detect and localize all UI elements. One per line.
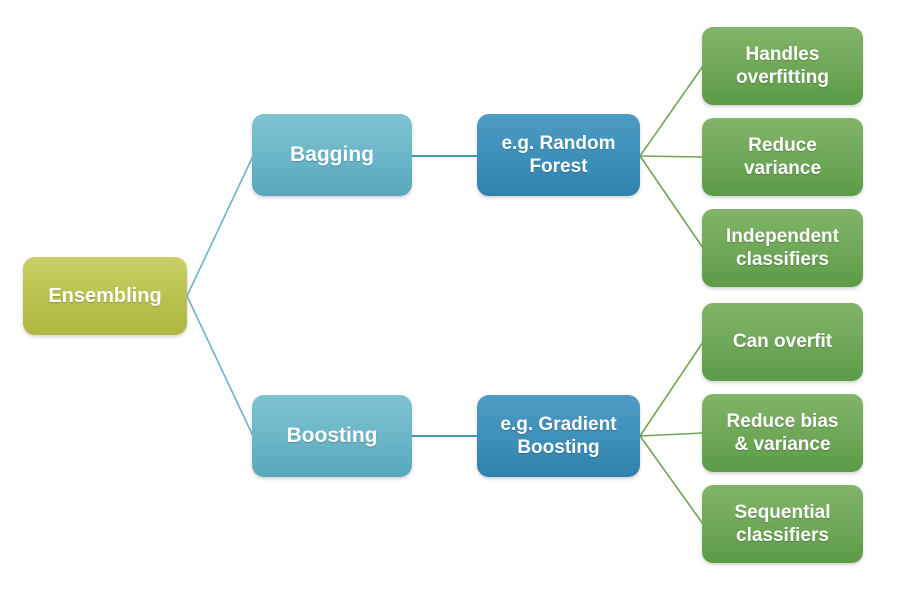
- node-boosting: Boosting: [252, 395, 412, 477]
- connector-randomforest-independent-classifiers: [639, 155, 704, 249]
- node-bagging: Bagging: [252, 114, 412, 196]
- connector-randomforest-reduce-variance: [639, 155, 704, 158]
- connector-gradientboosting-can-overfit: [639, 341, 704, 437]
- connector-randomforest-handles-overfitting: [639, 65, 704, 157]
- node-reduce-variance: Reduce variance: [702, 118, 863, 196]
- node-handles-overfitting: Handles overfitting: [702, 27, 863, 105]
- node-example-gradient-boosting: e.g. Gradient Boosting: [477, 395, 640, 477]
- node-example-random-forest: e.g. Random Forest: [477, 114, 640, 196]
- connector-gradientboosting-sequential-classifiers: [639, 435, 704, 525]
- node-sequential-classifiers: Sequential classifiers: [702, 485, 863, 563]
- connector-root-bagging: [186, 155, 254, 297]
- node-can-overfit: Can overfit: [702, 303, 863, 381]
- connector-root-boosting: [186, 295, 254, 437]
- connector-gradientboosting-reduce-bias-variance: [639, 432, 704, 437]
- node-independent-classifiers: Independent classifiers: [702, 209, 863, 287]
- node-ensembling: Ensembling: [23, 257, 187, 335]
- node-reduce-bias-variance: Reduce bias & variance: [702, 394, 863, 472]
